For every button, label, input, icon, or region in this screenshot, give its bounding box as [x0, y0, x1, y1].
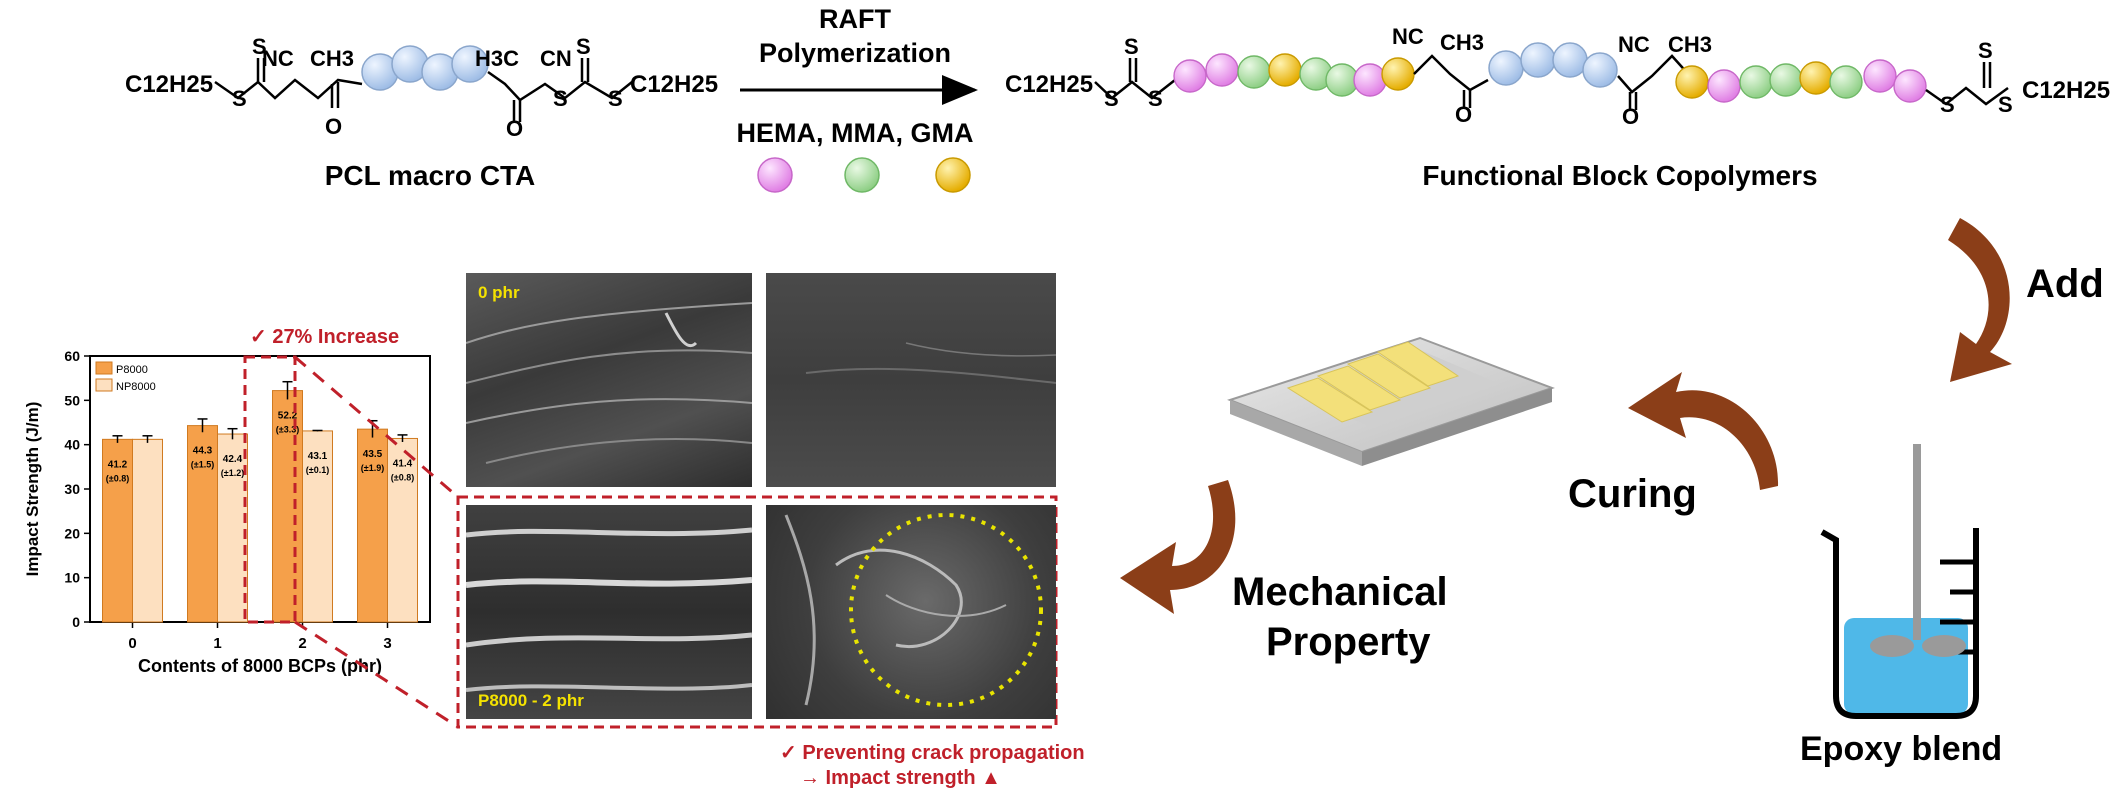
chem-nc-left: NC [262, 46, 294, 71]
raft-label: RAFT [819, 4, 891, 34]
chem-nc-copoly-2: NC [1618, 32, 1650, 57]
chem-s-left: S [232, 86, 247, 111]
error-label: (±1.5) [191, 460, 214, 470]
increase-note: ✓ 27% Increase [250, 326, 400, 348]
chem-s-copoly-4: S [1978, 38, 1993, 63]
y-tick-label: 50 [64, 392, 80, 408]
chem-ch3-left: CH3 [310, 46, 354, 71]
mechanical-arrow [1120, 480, 1236, 614]
error-label: (±3.3) [276, 425, 299, 435]
chem-s-copoly-3: S [1148, 86, 1163, 111]
polymerization-label: Polymerization [759, 38, 951, 68]
crack-highlight-circle [849, 513, 1043, 707]
epoxy-liquid [1844, 618, 1968, 714]
error-label: (±0.8) [106, 473, 129, 483]
macro-cta-caption: PCL macro CTA [324, 160, 536, 191]
x-tick-label: 3 [383, 635, 391, 652]
y-tick-label: 30 [64, 481, 80, 497]
x-tick-label: 0 [128, 635, 136, 652]
copolymer-beads-right [1675, 59, 1927, 103]
add-label: Add [2026, 262, 2104, 306]
chem-ch3-copoly-2: CH3 [1668, 32, 1712, 57]
impact-strength-chart: 0 10 20 30 40 50 60 0 41.2 (±0.8) 1 44.3 (±1.5) 42.4 (… [23, 348, 431, 676]
data-label: 43.1 [308, 451, 328, 462]
hema-bead [757, 157, 793, 193]
specimen-plate [1227, 336, 1555, 466]
error-label: (±1.9) [361, 463, 384, 473]
chem-o-copoly-2: O [1622, 104, 1639, 129]
error-label: (±0.1) [306, 465, 329, 475]
sem-label-p8000: P8000 - 2 phr [478, 691, 584, 710]
data-label: 52.2 [278, 411, 298, 422]
sem-image-top-left: 0 phr [466, 273, 752, 487]
sem-label-0phr: 0 phr [478, 283, 520, 302]
monomers-label: HEMA, MMA, GMA [737, 118, 974, 148]
data-label: 41.4 [393, 458, 413, 469]
chem-s-copoly-2: S [1104, 86, 1119, 111]
chem-s-right: S [553, 86, 568, 111]
chem-cn-right: CN [540, 46, 572, 71]
epoxy-beaker [1820, 444, 1979, 719]
chem-ch3-copoly-1: CH3 [1440, 30, 1484, 55]
sem-image-bottom-right [766, 505, 1056, 719]
y-tick-label: 60 [64, 348, 80, 364]
chem-s-thione-right: S [576, 34, 591, 59]
chem-o-copoly-1: O [1455, 102, 1472, 127]
pcl-beads [361, 45, 489, 91]
data-label: 43.5 [363, 449, 383, 460]
chem-s-copoly-5: S [1940, 92, 1955, 117]
epoxy-blend-label: Epoxy blend [1800, 730, 2003, 768]
y-tick-label: 40 [64, 437, 80, 453]
sem-image-top-right [766, 273, 1056, 487]
chem-o-right: O [506, 116, 523, 141]
copolymer-pcl-beads [1488, 42, 1618, 88]
data-label: 41.2 [108, 459, 128, 470]
curing-label: Curing [1568, 472, 1697, 516]
impact-note: → Impact strength ▲ [800, 767, 1001, 789]
bar-NP8000-1 [217, 433, 248, 623]
y-tick-label: 20 [64, 525, 80, 541]
chem-s-right-2: S [608, 86, 623, 111]
y-axis-label: Impact Strength (J/m) [23, 402, 42, 577]
error-label: (±0.8) [391, 472, 414, 482]
add-arrow [1948, 218, 2012, 382]
stirrer-blade-left [1870, 635, 1914, 657]
crack-note: ✓ Preventing crack propagation [780, 742, 1085, 764]
chem-c12h25-copoly-right: C12H25 [2022, 77, 2110, 104]
copolymer-beads-left [1173, 53, 1415, 97]
data-label: 44.3 [193, 446, 213, 457]
mechanical-label-line2: Property [1266, 620, 1431, 664]
chem-s-copoly-1: S [1124, 34, 1139, 59]
chem-c12h25-copoly-left: C12H25 [1005, 71, 1093, 98]
data-label: 42.4 [223, 454, 243, 465]
x-axis-label: Contents of 8000 BCPs (phr) [138, 656, 382, 676]
copolymer-caption: Functional Block Copolymers [1422, 160, 1818, 191]
mma-bead [844, 157, 880, 193]
chem-c12h25-right: C12H25 [630, 71, 718, 98]
legend-label-P8000: P8000 [116, 364, 148, 376]
reaction-scheme: C12H25 S S NC CH3 O O H3C CN S S S C12H2… [125, 4, 2110, 193]
chem-c12h25-left: C12H25 [125, 71, 213, 98]
legend-swatch-NP8000 [95, 378, 113, 392]
error-label: (±1.2) [221, 468, 244, 478]
bar-NP8000-0 [132, 438, 163, 623]
legend-label-NP8000: NP8000 [116, 381, 156, 393]
y-tick-label: 10 [64, 570, 80, 586]
chem-s-copoly-6: S [1998, 92, 2013, 117]
chem-o-left: O [325, 114, 342, 139]
x-tick-label: 2 [298, 635, 306, 652]
legend-swatch-P8000 [95, 361, 113, 375]
stirrer-shaft [1913, 444, 1921, 640]
x-tick-label: 1 [213, 635, 221, 652]
mechanical-label-line1: Mechanical [1232, 570, 1448, 614]
y-tick-label: 0 [72, 614, 80, 630]
sem-image-bottom-left: P8000 - 2 phr [466, 505, 752, 719]
chem-h3c-right: H3C [475, 46, 519, 71]
chem-s-thione-left: S [252, 34, 267, 59]
chem-nc-copoly-1: NC [1392, 24, 1424, 49]
gma-bead [935, 157, 971, 193]
stirrer-blade-right [1922, 635, 1966, 657]
